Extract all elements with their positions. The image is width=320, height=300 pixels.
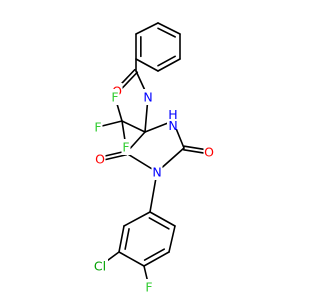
aryl-ring-bond (143, 251, 170, 267)
cf3-fluorine-label-background (110, 89, 120, 105)
amide-nitrogen-label: N (143, 90, 152, 105)
cf3-fluorine-label: F (122, 140, 129, 155)
benzoyl-ring-bond (135, 58, 159, 72)
ring-nh-label-background (167, 112, 179, 129)
ring-oxygen-label-background (94, 151, 106, 167)
chlorine-label: Cl (94, 259, 106, 274)
aryl-ring-inner-bond (148, 217, 170, 230)
molecule-structure-diagram: ONFFFOONClFHN (92, 22, 215, 295)
aryl-ring-inner-bond (143, 248, 165, 261)
ring-nitrogen-label: N (152, 165, 161, 180)
ring-oxygen-label-background (203, 144, 215, 160)
aryl-ring-bond (168, 225, 176, 253)
aryl-ring-bond (123, 211, 151, 227)
aryl-ring-bond (118, 251, 145, 267)
cf3-fluorine-label: F (94, 120, 101, 135)
cf3-fluorine-label-background (93, 119, 103, 135)
benzoyl-ring-inner-bond (157, 55, 176, 67)
aryl-fluorine-label: F (145, 280, 152, 295)
atom-labels: ONFFFOONClFHN (92, 83, 215, 295)
benzoyl-ring-bond (157, 58, 181, 72)
amide-nitrogen-label-background (142, 89, 154, 105)
cf3-fluorine-label-background (121, 139, 131, 155)
aryl-ring-inner-bond (124, 228, 130, 250)
aryl-ring-bond (118, 225, 125, 253)
benzoyl-ring-bond (157, 22, 181, 35)
benzoyl-ring-inner-bond (157, 27, 176, 38)
quaternary-carbon-to-cf3-bond (121, 120, 146, 133)
aryl-ring-bond (149, 211, 176, 227)
ring-nh-hydrogen-label: H (168, 107, 177, 122)
chlorine-label-background (92, 258, 108, 274)
aryl-fluorine-label-background (144, 279, 154, 295)
bonds (97, 22, 211, 288)
ring-oxygen-label: O (95, 152, 105, 167)
ring-nitrogen-label-background (151, 164, 163, 180)
ring-oxygen-label: O (204, 145, 214, 160)
cf3-fluorine-label: F (111, 90, 118, 105)
benzoyl-ring-bond (135, 22, 159, 35)
ring-nh-nitrogen-label: N (168, 118, 177, 133)
